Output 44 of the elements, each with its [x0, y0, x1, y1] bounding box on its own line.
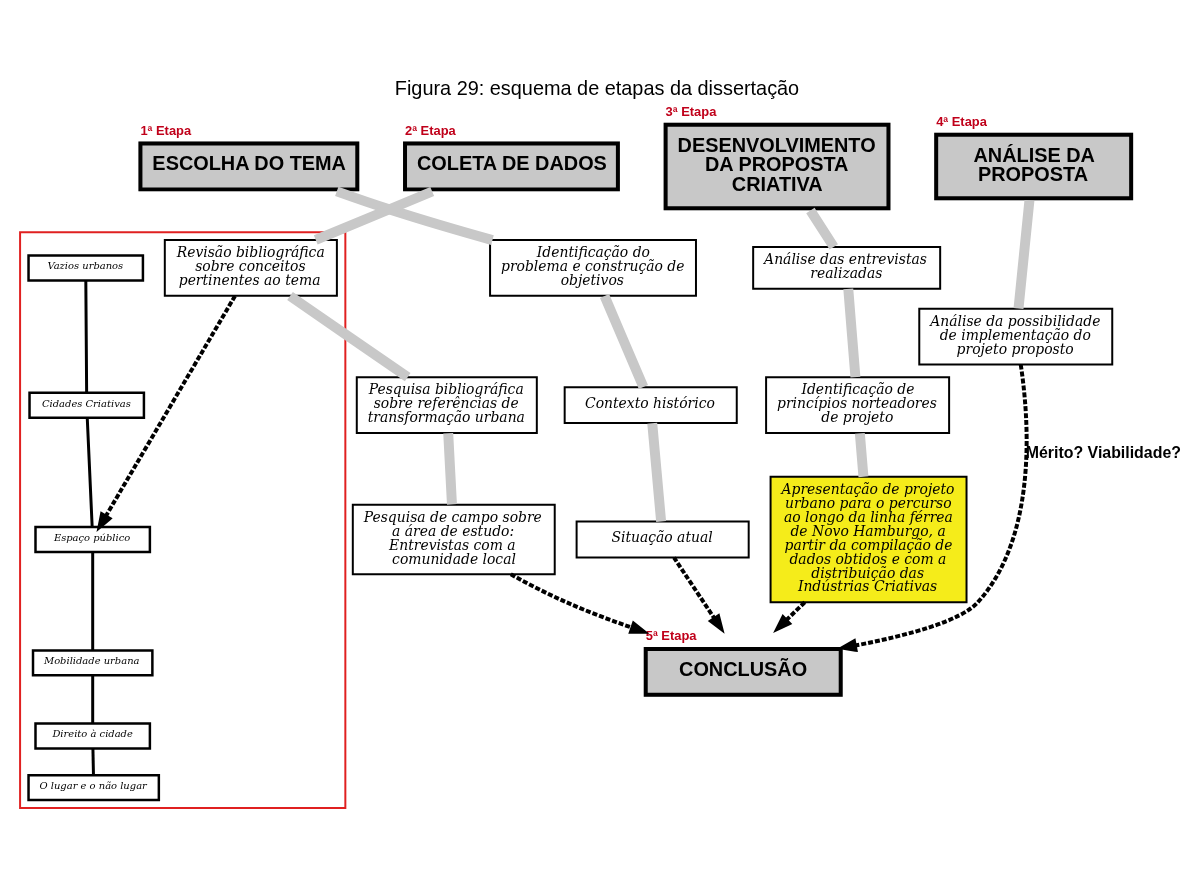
node-box: Revisão bibliográfica sobre conceitos pertinentes ao tema: [163, 239, 338, 297]
node-label: 5ª Etapa: [645, 628, 697, 644]
arrow: [773, 600, 807, 633]
connector: [85, 417, 94, 528]
connector: [84, 280, 89, 393]
node-box: Análise da possibilidade de implementação do projeto proposto: [918, 307, 1114, 366]
arrow: [96, 295, 237, 532]
node-box: Apresentação de projeto urbano para o percurso ao longo da linha férrea de Novo Hamburgo, a partir da compilação de dados obtidos e com a distribuição das Indústrias Criativas: [769, 475, 968, 604]
node-box: O lugar e o não lugar: [27, 774, 161, 802]
arrow: [509, 572, 650, 634]
edge-label: Mérito? Viabilidade?: [1025, 443, 1181, 461]
diagram-title: Figura 29: esquema de etapas da dissertação: [394, 76, 800, 99]
node-box: Situação atual: [575, 520, 750, 559]
connector: [91, 748, 95, 776]
connector: [287, 291, 411, 382]
node-box: Pesquisa bibliográfica sobre referências de transformação urbana: [355, 376, 538, 435]
node-label: 2ª Etapa: [405, 123, 456, 139]
connector: [443, 433, 457, 505]
node-box: Vazios urbanos: [27, 254, 145, 282]
node-label: 4ª Etapa: [936, 114, 987, 130]
connector: [647, 422, 667, 522]
node-box: Mobilidade urbana: [31, 649, 154, 677]
connector: [91, 675, 95, 724]
node-box: Direito à cidade: [34, 722, 152, 750]
connector: [91, 552, 95, 651]
connector: [806, 207, 838, 250]
arrow: [837, 364, 1029, 653]
node-label: 1ª Etapa: [140, 123, 192, 139]
node-box: Análise das entrevistas realizadas: [752, 246, 942, 290]
node-box: Espaço público: [34, 525, 152, 554]
node-label: 3ª Etapa: [665, 104, 717, 120]
connector: [854, 432, 869, 478]
arrow: [672, 556, 725, 634]
connector: [335, 186, 494, 245]
connector: [600, 294, 648, 389]
connector: [1013, 200, 1035, 309]
cluster: [19, 231, 347, 810]
node-box: Contexto histórico: [563, 386, 738, 425]
node-box: Identificação do problema e construção de objetivos: [489, 239, 697, 297]
connector: [313, 186, 435, 245]
node-box: Identificação de princípios norteadores de projeto: [765, 376, 951, 435]
connector: [843, 288, 861, 378]
node-box: Pesquisa de campo sobre a área de estudo: Entrevistas com a comunidade local: [351, 503, 556, 576]
node-box: Cidades Criativas: [28, 391, 146, 419]
